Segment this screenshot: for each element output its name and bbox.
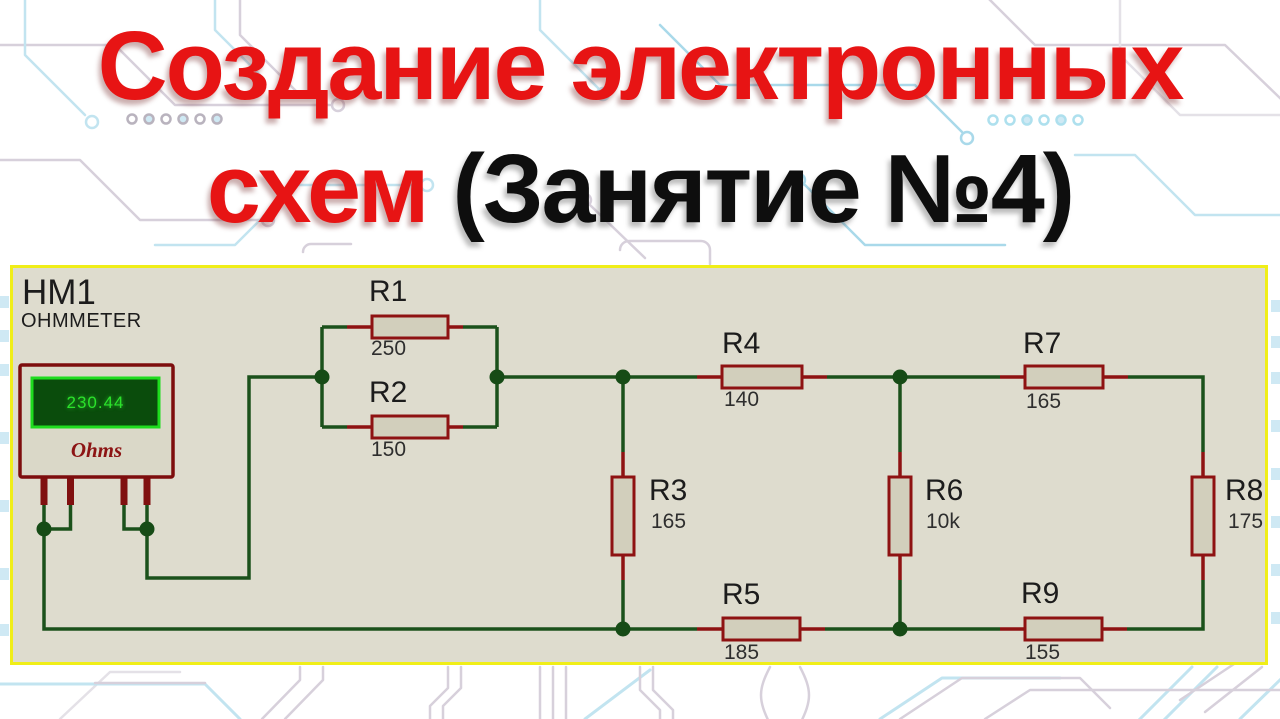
resistor-r7-value-label: 165: [1026, 390, 1062, 413]
resistor-r8-ref-label: R8: [1225, 474, 1264, 507]
resistor-r9-value-label: 155: [1025, 641, 1061, 664]
junction-dots: [36, 369, 908, 637]
ohmmeter-body[interactable]: [18, 363, 175, 505]
resistor-r6-ref-label: R6: [925, 474, 964, 507]
resistor-r1-body[interactable]: [370, 314, 450, 340]
resistor-r5-body[interactable]: [721, 616, 802, 642]
ohmmeter-unit-label: Ohms: [70, 438, 123, 462]
ohmmeter-display: [30, 376, 161, 429]
resistor-r8-body[interactable]: [1190, 475, 1216, 557]
resistor-r2-ref-label: R2: [369, 376, 408, 409]
component-leads: [347, 325, 1205, 631]
resistor-r9-body[interactable]: [1023, 616, 1104, 642]
video-title: Создание электронных схем (Занятие №4): [0, 4, 1280, 250]
resistor-r2-body[interactable]: [370, 414, 450, 440]
resistor-r4-body[interactable]: [720, 364, 804, 390]
resistor-r4-ref-label: R4: [722, 327, 761, 360]
resistor-r8-value-label: 175: [1228, 510, 1264, 533]
ohmmeter-pin: [40, 474, 48, 505]
resistor-r3-value-label: 165: [651, 510, 687, 533]
resistor-r9-ref-label: R9: [1021, 577, 1060, 610]
resistor-r6-value-label: 10k: [926, 510, 960, 533]
resistor-r4-value-label: 140: [724, 388, 760, 411]
resistor-r6-body[interactable]: [887, 475, 913, 557]
resistor-r3-body[interactable]: [610, 475, 636, 557]
resistor-r3-ref-label: R3: [649, 474, 688, 507]
ohmmeter-designator-label: HM1: [22, 273, 96, 312]
ohmmeter-pin: [120, 474, 128, 505]
resistor-r7-body[interactable]: [1023, 364, 1105, 390]
ohmmeter-pin: [67, 474, 74, 505]
ohmmeter-type-label: OHMMETER: [21, 310, 142, 332]
ohmmeter-reading: 230.44: [66, 392, 125, 412]
resistor-r2-value-label: 150: [371, 438, 407, 461]
resistor-r5-ref-label: R5: [722, 578, 761, 611]
title-line1: Создание электронных: [0, 4, 1280, 127]
title-line2-rest: (Занятие №4): [427, 134, 1075, 243]
resistor-r7-ref-label: R7: [1023, 327, 1062, 360]
resistor-r1-ref-label: R1: [369, 275, 408, 308]
resistor-r5-value-label: 185: [724, 641, 760, 664]
schematic-canvas[interactable]: [13, 268, 1265, 662]
title-line2: схем (Занятие №4): [0, 127, 1280, 250]
ohmmeter-pin: [143, 474, 151, 505]
schematic-panel: HM1 OHMMETER 230.44 Ohms R1 250 R2 150 R…: [10, 265, 1268, 665]
title-line1-text: Создание электронных: [97, 11, 1185, 120]
title-line2-highlight: схем: [206, 134, 430, 243]
resistor-r1-value-label: 250: [371, 337, 407, 360]
